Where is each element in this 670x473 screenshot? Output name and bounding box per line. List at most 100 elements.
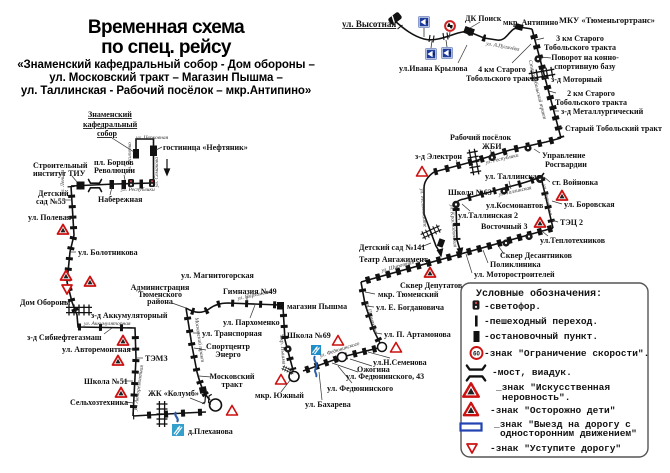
svg-text:неровность".: неровность". <box>502 392 570 403</box>
svg-text:по спец. рейсу: по спец. рейсу <box>101 37 232 58</box>
svg-text:институт ТИУ: институт ТИУ <box>33 169 86 178</box>
svg-text:ул. Федюнинского, 43: ул. Федюнинского, 43 <box>346 372 424 381</box>
svg-text:ул. Высотная: ул. Высотная <box>342 19 396 29</box>
svg-text:-знак "Ограничение скорости".: -знак "Ограничение скорости". <box>484 348 649 359</box>
svg-text:ул.Н.Семенова: ул.Н.Семенова <box>373 358 427 367</box>
svg-text:ул. А.Пугачёва: ул. А.Пугачёва <box>485 41 520 53</box>
svg-text:Условные обозначения:: Условные обозначения: <box>476 287 602 300</box>
svg-text:2 км Старого: 2 км Старого <box>567 89 615 98</box>
svg-text:з-д Аккумуляторный: з-д Аккумуляторный <box>91 311 168 320</box>
svg-text:МКУ «Тюменьгортранс»: МКУ «Тюменьгортранс» <box>559 15 655 25</box>
svg-text:Школа №63: Школа №63 <box>448 188 492 197</box>
svg-text:_знак "Искусственная: _знак "Искусственная <box>495 382 610 393</box>
svg-text:з-д Электрон: з-д Электрон <box>415 152 462 161</box>
svg-text:ул.Таллинская 2: ул.Таллинская 2 <box>458 211 518 220</box>
svg-text:ул. Семакова: ул. Семакова <box>154 157 160 188</box>
svg-text:Сельхозтехника: Сельхозтехника <box>70 398 128 407</box>
svg-text:Дом Обороны: Дом Обороны <box>20 298 71 307</box>
svg-text:Детский: Детский <box>38 189 69 198</box>
svg-text:ул. Авторемонтная: ул. Авторемонтная <box>62 345 132 354</box>
svg-text:ул. Пархоменко: ул. Пархоменко <box>223 318 280 327</box>
svg-text:мкр. Тюменский: мкр. Тюменский <box>378 290 439 299</box>
svg-text:ЖК «Колумб»: ЖК «Колумб» <box>148 389 199 398</box>
svg-text:-мост, виадук.: -мост, виадук. <box>492 367 572 378</box>
svg-text:спортивную базу: спортивную базу <box>554 62 615 71</box>
svg-text:ул. Полевая: ул. Полевая <box>28 213 72 222</box>
svg-text:з-д Металлургический: з-д Металлургический <box>561 107 644 116</box>
svg-text:мкр. Антипино: мкр. Антипино <box>503 18 558 27</box>
svg-text:Поворот на конно-: Поворот на конно- <box>551 53 619 62</box>
svg-text:_знак "Выезд на дорогу с: _знак "Выезд на дорогу с <box>493 419 631 430</box>
svg-text:ул. Краснодонская: ул. Краснодонская <box>448 203 459 248</box>
svg-text:Тюменского: Тюменского <box>138 290 182 299</box>
svg-text:Гимназия №49: Гимназия №49 <box>223 287 277 296</box>
svg-text:района: района <box>147 297 173 306</box>
svg-text:Школа №51: Школа №51 <box>84 377 128 386</box>
svg-text:Рабочий посёлок: Рабочий посёлок <box>450 133 512 142</box>
svg-text:ул.Теплотехников: ул.Теплотехников <box>540 236 606 245</box>
svg-text:Знаменский: Знаменский <box>88 110 132 119</box>
svg-text:гостиница «Нефтяник»: гостиница «Нефтяник» <box>163 143 248 152</box>
svg-text:магазин Пышма: магазин Пышма <box>287 302 347 311</box>
svg-text:кафедральный: кафедральный <box>83 120 138 129</box>
svg-text:ул. Таллинская - Рабочий посёл: ул. Таллинская - Рабочий посёлок – мкр.А… <box>21 85 311 97</box>
svg-text:Школа №69: Школа №69 <box>287 331 331 340</box>
svg-text:сад №55: сад №55 <box>36 197 66 206</box>
svg-text:Временная схема: Временная схема <box>88 17 245 38</box>
svg-text:ЖБИ: ЖБИ <box>482 142 502 151</box>
svg-text:Управление: Управление <box>542 151 586 160</box>
svg-text:з-д Моторный: з-д Моторный <box>551 75 602 84</box>
svg-text:д.Плеханова: д.Плеханова <box>188 427 233 436</box>
svg-text:ул. Республики: ул. Республики <box>120 186 155 193</box>
svg-text:ул. П. Артамонова: ул. П. Артамонова <box>384 330 451 339</box>
svg-text:ул. Московский тракт – Магазин: ул. Московский тракт – Магазин Пышма – <box>49 72 283 84</box>
svg-text:пл. Борцов: пл. Борцов <box>94 158 134 167</box>
svg-text:ул. Церковная: ул. Церковная <box>135 135 169 141</box>
svg-text:-остановочный пункт.: -остановочный пункт. <box>484 331 598 342</box>
svg-text:ст. Войновка: ст. Войновка <box>552 178 598 187</box>
svg-text:з-д Сибнефтегазмаш: з-д Сибнефтегазмаш <box>27 333 102 342</box>
svg-text:ул. Федюнинского: ул. Федюнинского <box>327 384 393 393</box>
svg-text:ул. Аккумуляторная: ул. Аккумуляторная <box>83 321 131 327</box>
svg-text:Росгвардии: Росгвардии <box>545 160 587 169</box>
svg-text:Ожогина: Ожогина <box>357 365 390 374</box>
svg-text:Энерго: Энерго <box>215 350 240 359</box>
svg-text:60: 60 <box>473 352 480 358</box>
svg-text:мкр. Южный: мкр. Южный <box>255 391 304 400</box>
svg-text:тракт: тракт <box>221 380 242 389</box>
svg-text:-пешеходный переход.: -пешеходный переход. <box>484 316 598 327</box>
svg-text:Поликлиника: Поликлиника <box>490 260 541 269</box>
svg-text:ул. Мельникайте: ул. Мельникайте <box>418 187 429 228</box>
svg-text:Восточный 3: Восточный 3 <box>481 222 527 231</box>
svg-text:ул. Таллинская: ул. Таллинская <box>485 172 542 181</box>
svg-text:Театр Ангажимент: Театр Ангажимент <box>359 255 428 264</box>
svg-text:ул. Моторостроителей: ул. Моторостроителей <box>474 270 555 279</box>
svg-text:4 км Старого: 4 км Старого <box>478 65 526 74</box>
svg-text:Спортцентр: Спортцентр <box>206 342 250 351</box>
svg-text:ул. Транспорная: ул. Транспорная <box>202 329 263 338</box>
svg-text:Тобольского тракта: Тобольского тракта <box>555 98 627 107</box>
svg-text:Набережная: Набережная <box>98 195 143 204</box>
svg-text:ул.Ивана Крылова: ул.Ивана Крылова <box>399 64 468 73</box>
svg-text:Старый Тобольский тракт: Старый Тобольский тракт <box>565 124 662 133</box>
svg-text:ул. Магнитогорская: ул. Магнитогорская <box>181 271 254 280</box>
svg-text:ул. Бахарева: ул. Бахарева <box>305 400 351 409</box>
svg-text:ТЭМЗ: ТЭМЗ <box>145 354 168 363</box>
svg-text:односторонним движением": односторонним движением" <box>500 428 637 439</box>
svg-text:Строительный: Строительный <box>33 161 88 170</box>
svg-text:Московский: Московский <box>209 372 254 381</box>
svg-text:ТЭЦ 2: ТЭЦ 2 <box>560 218 583 227</box>
svg-text:ул. Ленина: ул. Ленина <box>60 169 66 195</box>
svg-text:-светофор.: -светофор. <box>484 301 541 312</box>
svg-text:Революции: Революции <box>94 166 135 175</box>
svg-text:ул. Боровская: ул. Боровская <box>564 200 615 209</box>
svg-text:ул. Е. Богдановича: ул. Е. Богдановича <box>376 303 444 312</box>
svg-text:собор: собор <box>97 129 117 138</box>
svg-text:Детский сад №141: Детский сад №141 <box>359 243 425 252</box>
svg-text:ул. Осипенко: ул. Осипенко <box>127 142 133 173</box>
svg-text:мкр. Пышма: мкр. Пышма <box>278 334 287 365</box>
svg-text:ДК Поиск: ДК Поиск <box>465 14 502 23</box>
svg-text:Сквер Десантников: Сквер Десантников <box>500 251 573 260</box>
svg-text:Сквер Депутатов: Сквер Депутатов <box>400 281 463 290</box>
svg-text:Тобольского тракта: Тобольского тракта <box>466 74 538 83</box>
